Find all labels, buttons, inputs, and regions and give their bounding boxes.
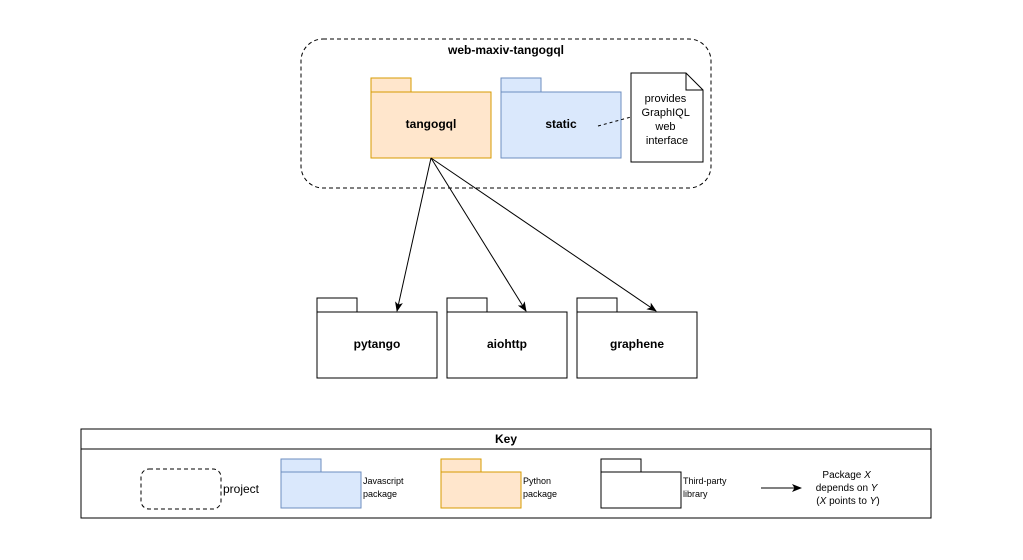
note-graphiql: provides GraphIQL web interface xyxy=(630,72,704,163)
arrow-tangogql-to-graphene xyxy=(430,157,657,312)
svg-text:Python package: Python package xyxy=(523,476,557,499)
arrow-tangogql-to-aiohttp xyxy=(430,157,527,312)
key-depends-line2-pre: depends on xyxy=(816,483,871,494)
package-pytango: pytango xyxy=(316,297,438,379)
package-static-label: static xyxy=(545,117,577,131)
key-depends-line1-var: X xyxy=(863,470,871,481)
key-python-label-2: package xyxy=(523,489,557,499)
svg-text:Third-party library: Third-party library xyxy=(683,476,729,499)
key-project-symbol xyxy=(140,468,222,510)
key-library-label-1: Third-party xyxy=(683,476,727,486)
package-graphene-label: graphene xyxy=(610,337,664,351)
svg-text:provides GraphIQL: provides GraphIQL web interface xyxy=(642,93,693,147)
package-aiohttp-label: aiohttp xyxy=(487,337,527,351)
svg-text:Javascript package: Javascript package xyxy=(363,476,406,499)
note-line-1: provides xyxy=(645,93,687,105)
key-depends-line3-mid: points to xyxy=(826,496,869,507)
package-pytango-label: pytango xyxy=(354,337,401,351)
key-javascript-label-2: package xyxy=(363,489,397,499)
key-python-symbol xyxy=(440,458,522,509)
key-depends-line1-pre: Package xyxy=(822,470,864,481)
key-python-label-1: Python xyxy=(523,476,551,486)
package-tangogql-label: tangogql xyxy=(406,117,457,131)
key-depends-line3-close: ) xyxy=(876,496,879,507)
key-depends-line2-var: Y xyxy=(871,483,879,494)
key-legend: Key project Javascript package Python pa… xyxy=(80,428,932,519)
svg-text:Package X depends on Y: Package X depends on Y (X points to Y) xyxy=(816,470,881,507)
key-depends-line3-var1: X xyxy=(819,496,827,507)
key-title: Key xyxy=(495,432,517,446)
arrow-tangogql-to-pytango xyxy=(395,157,432,312)
key-javascript-label-1: Javascript xyxy=(363,476,404,486)
package-graphene: graphene xyxy=(576,297,698,379)
package-aiohttp: aiohttp xyxy=(446,297,568,379)
key-depends-line3-open: ( xyxy=(816,496,820,507)
note-line-3: web xyxy=(654,121,675,133)
note-line-2: GraphIQL xyxy=(642,107,690,119)
key-library-label-2: library xyxy=(683,489,708,499)
key-project-label: project xyxy=(223,482,260,496)
key-depends-line3-var2: Y xyxy=(870,496,878,507)
key-javascript-symbol xyxy=(280,458,362,509)
key-library-symbol xyxy=(600,458,682,509)
package-static: static xyxy=(500,77,622,159)
project-title: web-maxiv-tangogql xyxy=(447,43,564,57)
note-line-4: interface xyxy=(646,135,688,147)
